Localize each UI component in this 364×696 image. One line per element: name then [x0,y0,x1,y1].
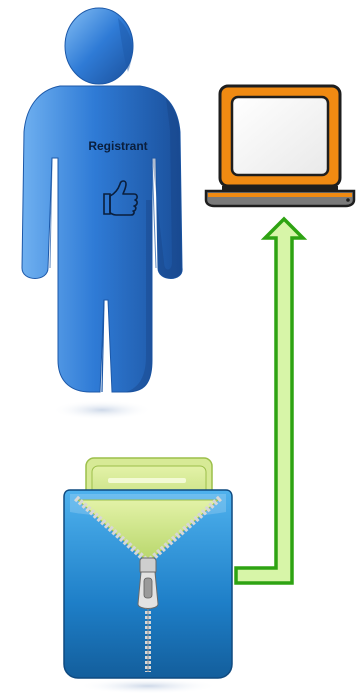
registrant-shadow [52,400,152,420]
registrant-label: Registrant [88,139,147,153]
connector-arrow [236,219,303,583]
laptop-screen [232,97,328,175]
zipper-pull-icon [138,558,158,609]
registrant-figure: Registrant [22,8,182,420]
arrow-up-icon [236,219,303,583]
laptop-icon [206,86,354,206]
person-icon [22,8,182,392]
zip-archive-icon [64,458,232,694]
